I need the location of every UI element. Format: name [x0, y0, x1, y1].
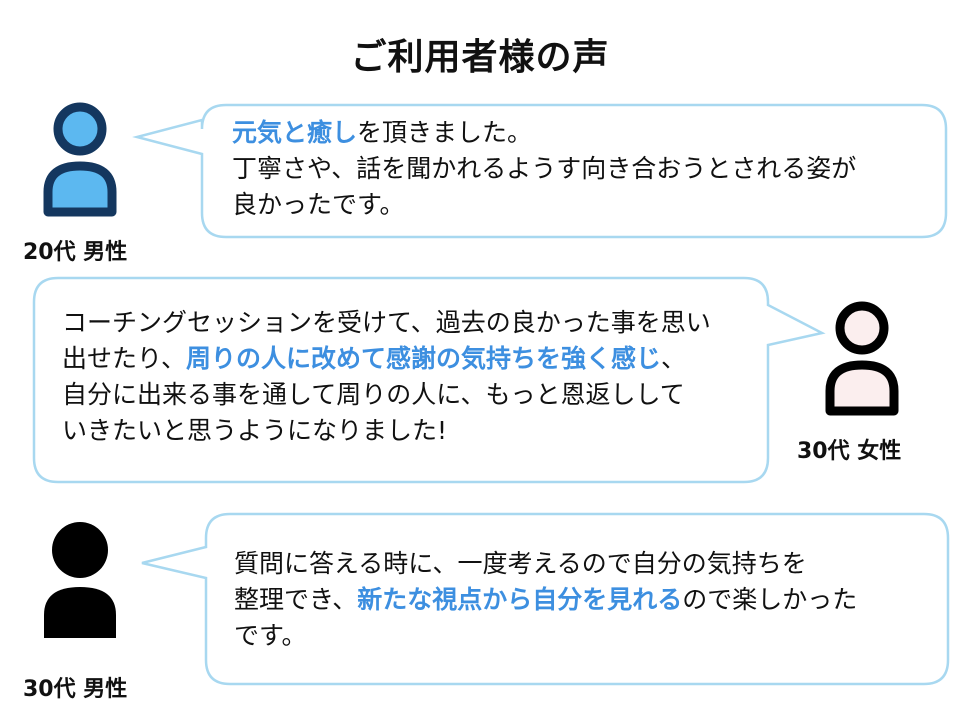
person-label-1: 20代 男性 — [23, 240, 128, 265]
person-label-2: 30代 女性 — [797, 439, 902, 464]
person-label-3: 30代 男性 — [23, 677, 128, 702]
person-icon-pink — [822, 299, 902, 417]
page-title: ご利用者様の声 — [350, 37, 610, 78]
person-icon-blue — [40, 100, 120, 218]
testimonial-text-2: コーチングセッションを受けて、過去の良かった事を思い 出せたり、周りの人に改めて… — [62, 308, 711, 445]
testimonial-text-3: 質問に答える時に、一度考えるので自分の気持ちを 整理でき、新たな視点から自分を見… — [234, 549, 858, 650]
testimonial-text-1: 元気と癒しを頂きました。 丁寧さや、話を聞かれるようす向き合おうとされる姿が 良… — [232, 118, 857, 219]
person-icon-black — [40, 520, 120, 640]
